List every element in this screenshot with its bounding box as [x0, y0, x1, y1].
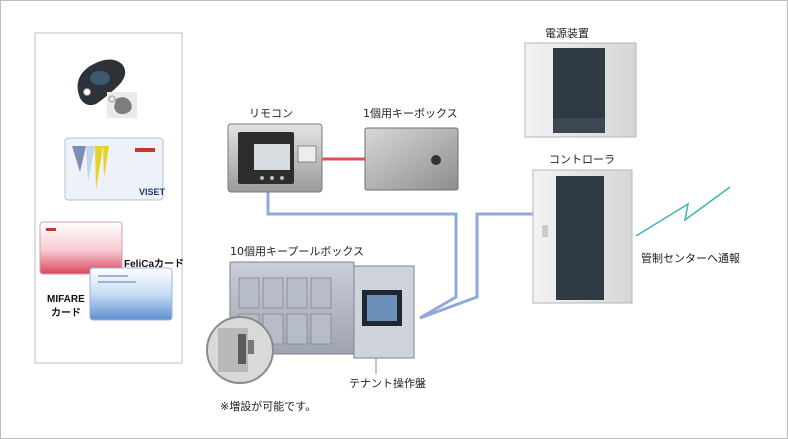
wireless-signal-icon	[635, 186, 731, 237]
inset-detail-icon	[206, 316, 274, 384]
mifare-card-icon	[89, 267, 173, 321]
ic-card-icon	[64, 137, 164, 201]
single-key-box-label: 1個用キーボックス	[363, 107, 458, 120]
signal-cables	[266, 192, 533, 320]
mifare-card-label-line1: MIFARE	[47, 294, 85, 305]
controller-device	[532, 169, 633, 304]
power-supply-label: 電源装置	[545, 27, 589, 40]
center-report-label: 管制センターへ通報	[641, 252, 740, 265]
key-pool-box-label: 10個用キープールボックス	[230, 245, 365, 258]
controller-label: コントローラ	[549, 153, 615, 166]
cable-remote-to-poolbox	[266, 192, 458, 320]
single-key-box-device	[364, 127, 459, 191]
card-brand-label: VISET	[139, 187, 166, 197]
cable-poolbox-to-controller	[419, 212, 533, 320]
small-key-tag-icon	[107, 92, 137, 118]
felica-card-icon	[39, 221, 123, 275]
key-pool-box-device	[229, 261, 415, 359]
felica-card-label: FeliCaカード	[124, 258, 184, 270]
remote-label: リモコン	[249, 107, 293, 120]
tenant-panel-label: テナント操作盤	[349, 377, 426, 390]
key-fob-icon	[77, 59, 126, 106]
mifare-card-label-line2: カード	[51, 307, 81, 319]
power-supply-device	[524, 42, 637, 138]
expandable-note: ※増設が可能です。	[220, 400, 317, 413]
remote-controller-device	[227, 123, 323, 193]
